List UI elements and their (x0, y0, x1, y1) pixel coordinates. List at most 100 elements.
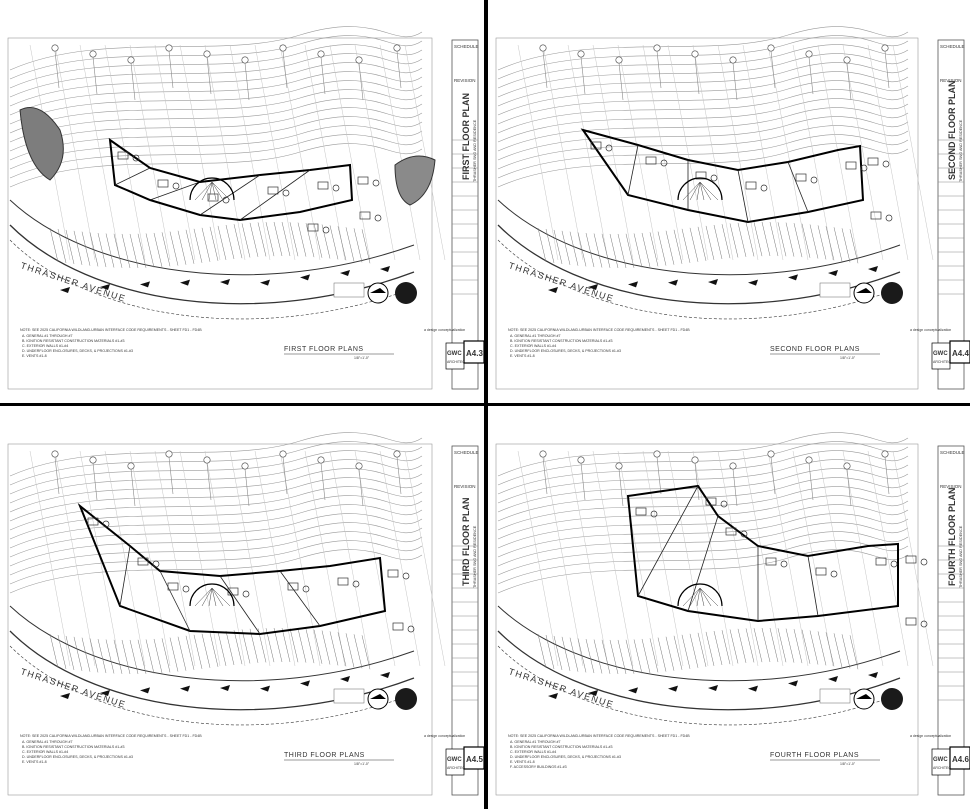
notes-title: NOTE: SEE 2025 CALIFORNIA WILDLAND-URBAN… (20, 328, 202, 332)
grid-lines (29, 450, 446, 667)
note-line: C. EXTERIOR WALLS #1-#4 (22, 344, 68, 348)
sheet-number: A4.5 (466, 755, 483, 764)
landscape-hatch (537, 221, 859, 269)
stair-tread (696, 181, 701, 201)
curb-arrow (180, 685, 190, 692)
north-arrow-pointer (856, 288, 872, 293)
north-arrow-pointer (370, 694, 386, 699)
project-name-vertical: THRASHER SNG AND RESIDENCE (959, 525, 963, 588)
stair-tread (211, 587, 217, 607)
curb-arrow (828, 269, 838, 276)
sheet-number: A4.6 (952, 755, 969, 764)
stair-tread (211, 181, 231, 201)
landscape-hatch (49, 627, 371, 675)
landscape-hatch (537, 627, 859, 675)
street-curves (497, 605, 901, 726)
stair-tread (194, 181, 213, 201)
street-name: THRASHER AVENUE (19, 666, 127, 710)
stair-tread (211, 587, 224, 607)
curb-arrow (260, 685, 270, 692)
project-name-vertical: THRASHER SNG AND RESIDENCE (959, 119, 963, 182)
notes-title: NOTE: SEE 2025 CALIFORNIA WILDLAND-URBAN… (20, 734, 202, 738)
sheet-title-vertical: FOURTH FLOOR PLAN (947, 488, 957, 587)
shaded-area-right (394, 155, 436, 206)
curb-arrow (828, 675, 838, 682)
note-line: A. GENERAL #1 THROUGH #7 (22, 334, 73, 338)
column-bubbles (51, 44, 402, 101)
curb-arrow (140, 687, 150, 694)
north-arrow-pointer (370, 288, 386, 293)
note-line: D. UNDERFLOOR ENCLOSURES, DECKS, & PROJE… (510, 349, 621, 353)
contour-lines (9, 26, 423, 188)
curb-arrow (60, 287, 70, 293)
credit-text: a design conceptualization (910, 328, 951, 332)
curb-arrow (788, 680, 798, 687)
curb-arrow (300, 680, 310, 687)
scale-label: 1/8"=1'-0" (840, 762, 856, 766)
credit-text: a design conceptualization (910, 734, 951, 738)
note-line: D. UNDERFLOOR ENCLOSURES, DECKS, & PROJE… (510, 755, 621, 759)
note-line: E. VENTS #1-8 (22, 354, 47, 358)
notes-title: NOTE: SEE 2025 CALIFORNIA WILDLAND-URBAN… (508, 734, 690, 738)
sheet-number-box (949, 340, 970, 364)
sheet-border (7, 37, 433, 390)
key-plan-circle (395, 688, 417, 710)
note-line: B. IGNITION RESISTANT CONSTRUCTION MATER… (510, 339, 612, 343)
horizontal-divider (0, 403, 970, 406)
note-line: B. IGNITION RESISTANT CONSTRUCTION MATER… (510, 745, 612, 749)
plan-title: FIRST FLOOR PLANS (284, 346, 364, 353)
furniture-symbols (590, 141, 893, 222)
stair-tread (211, 181, 217, 201)
stair-tread (682, 181, 701, 201)
curb-arrow (628, 281, 638, 288)
schedule-label: SCHEDULE (454, 44, 479, 49)
callout-box (819, 282, 851, 298)
stair-tread (208, 587, 213, 607)
schedule-label: SCHEDULE (454, 450, 479, 455)
interior-partitions (114, 167, 311, 221)
scale-label: 1/8"=1'-0" (840, 356, 856, 360)
stair-tread (201, 181, 213, 201)
curb-arrow (180, 279, 190, 286)
sheet-border (495, 37, 919, 390)
street-name: THRASHER AVENUE (507, 666, 615, 710)
callout-box (819, 688, 851, 704)
scale-label: 1/8"=1'-0" (354, 762, 370, 766)
interior-partitions (119, 545, 321, 635)
schedule-label: SCHEDULE (940, 44, 965, 49)
credit-text: a design conceptualization (424, 734, 465, 738)
contour-lines (497, 26, 909, 188)
schedule-label: SCHEDULE (940, 450, 965, 455)
note-line: B. IGNITION RESISTANT CONSTRUCTION MATER… (22, 339, 124, 343)
curb-arrow (868, 266, 878, 272)
curb-arrow (100, 689, 110, 696)
sheet-border (495, 443, 919, 796)
curb-arrow (548, 287, 558, 293)
curb-arrow (748, 279, 758, 286)
note-line: F. ACCESSORY BUILDINGS #1-#3 (510, 765, 567, 769)
note-line: A. GENERAL #1 THROUGH #7 (510, 740, 561, 744)
code-notes: NOTE: SEE 2025 CALIFORNIA WILDLAND-URBAN… (508, 328, 690, 358)
firm-sub: ARCHITECTS (447, 360, 470, 364)
firm-sub: ARCHITECTS (933, 360, 956, 364)
note-line: B. IGNITION RESISTANT CONSTRUCTION MATER… (22, 745, 124, 749)
column-bubbles (539, 44, 890, 101)
plan-title: SECOND FLOOR PLANS (770, 346, 860, 353)
curb-arrow (380, 266, 390, 272)
sheet-number: A4.4 (952, 349, 969, 358)
curb-arrow (100, 283, 110, 290)
building-footprint (108, 137, 354, 222)
interior-partitions (627, 144, 809, 223)
shaded-area-left (19, 107, 64, 181)
note-line: A. GENERAL #1 THROUGH #7 (22, 740, 73, 744)
curved-stair (189, 177, 235, 201)
stair-tread (699, 181, 712, 201)
note-line: A. GENERAL #1 THROUGH #7 (510, 334, 561, 338)
sheet-number-box (949, 746, 970, 770)
stair-tread (211, 587, 231, 607)
note-line: D. UNDERFLOOR ENCLOSURES, DECKS, & PROJE… (22, 349, 133, 353)
code-notes: NOTE: SEE 2025 CALIFORNIA WILDLAND-URBAN… (508, 734, 690, 769)
